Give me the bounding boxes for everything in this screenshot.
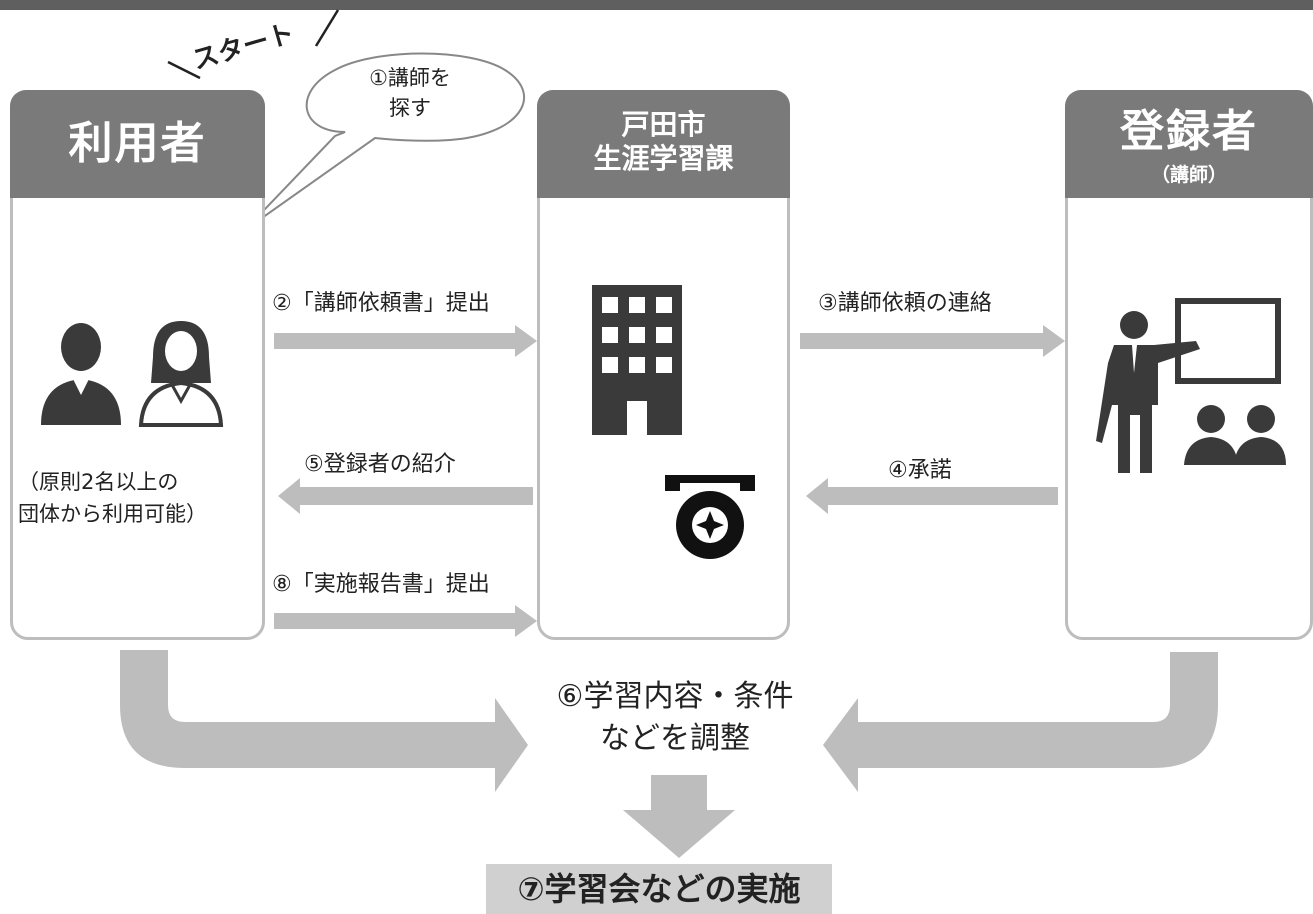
arrow-registrant-to-adjust xyxy=(823,652,1218,792)
step6-line2: などを調整 xyxy=(600,721,750,756)
city-emblem-icon xyxy=(665,475,755,559)
arrow-step4 xyxy=(806,478,1058,514)
step7-label: ⑦学習会などの実施 xyxy=(517,870,801,908)
city-card-line2: 生涯学習課 xyxy=(593,142,734,175)
implementation-box: ⑦学習会などの実施 xyxy=(486,864,832,914)
user-note-line2: 団体から利用可能） xyxy=(18,502,207,526)
user-card: 利用者 xyxy=(10,90,265,640)
step8-label: ⑧「実施報告書」提出 xyxy=(272,572,490,597)
arrow-step5 xyxy=(278,478,533,514)
two-users-icon xyxy=(41,321,224,427)
start-mark-right xyxy=(314,9,340,47)
city-card-header: 戸田市 生涯学習課 xyxy=(537,90,790,198)
user-card-title: 利用者 xyxy=(68,118,207,169)
bubble-text: ①講師を 探す xyxy=(340,63,480,123)
office-building-icon xyxy=(592,285,682,435)
start-mark-left xyxy=(167,60,201,80)
step6-line1: ⑥学習内容・条件 xyxy=(556,679,794,714)
bubble-line2: 探す xyxy=(389,96,431,120)
arrow-step2 xyxy=(274,325,537,357)
user-card-header: 利用者 xyxy=(10,90,265,198)
arrow-to-implementation xyxy=(623,775,735,858)
arrow-user-to-adjust xyxy=(120,650,528,792)
bubble-line1: ①講師を xyxy=(369,66,451,90)
step4-label: ④承諾 xyxy=(888,458,952,483)
lecturer-icon xyxy=(1096,298,1286,473)
registrant-card: 登録者 （講師） xyxy=(1065,90,1313,640)
speech-bubble xyxy=(244,52,526,231)
registrant-card-subtitle: （講師） xyxy=(1150,164,1227,186)
registrant-card-header: 登録者 （講師） xyxy=(1065,90,1313,198)
step2-label: ②「講師依頼書」提出 xyxy=(272,291,490,316)
registrant-card-title: 登録者 xyxy=(1120,106,1258,157)
arrow-step8 xyxy=(274,605,537,637)
user-note-line1: （原則2名以上の xyxy=(18,470,179,494)
arrow-step3 xyxy=(800,325,1065,357)
step3-label: ③講師依頼の連絡 xyxy=(818,291,992,316)
user-note: （原則2名以上の 団体から利用可能） xyxy=(18,466,207,530)
step5-label: ⑤登録者の紹介 xyxy=(304,452,456,477)
city-card: 戸田市 生涯学習課 xyxy=(537,90,790,640)
step6-label: ⑥学習内容・条件 などを調整 xyxy=(530,676,820,760)
city-card-line1: 戸田市 xyxy=(621,108,706,141)
top-bar xyxy=(0,0,1313,10)
